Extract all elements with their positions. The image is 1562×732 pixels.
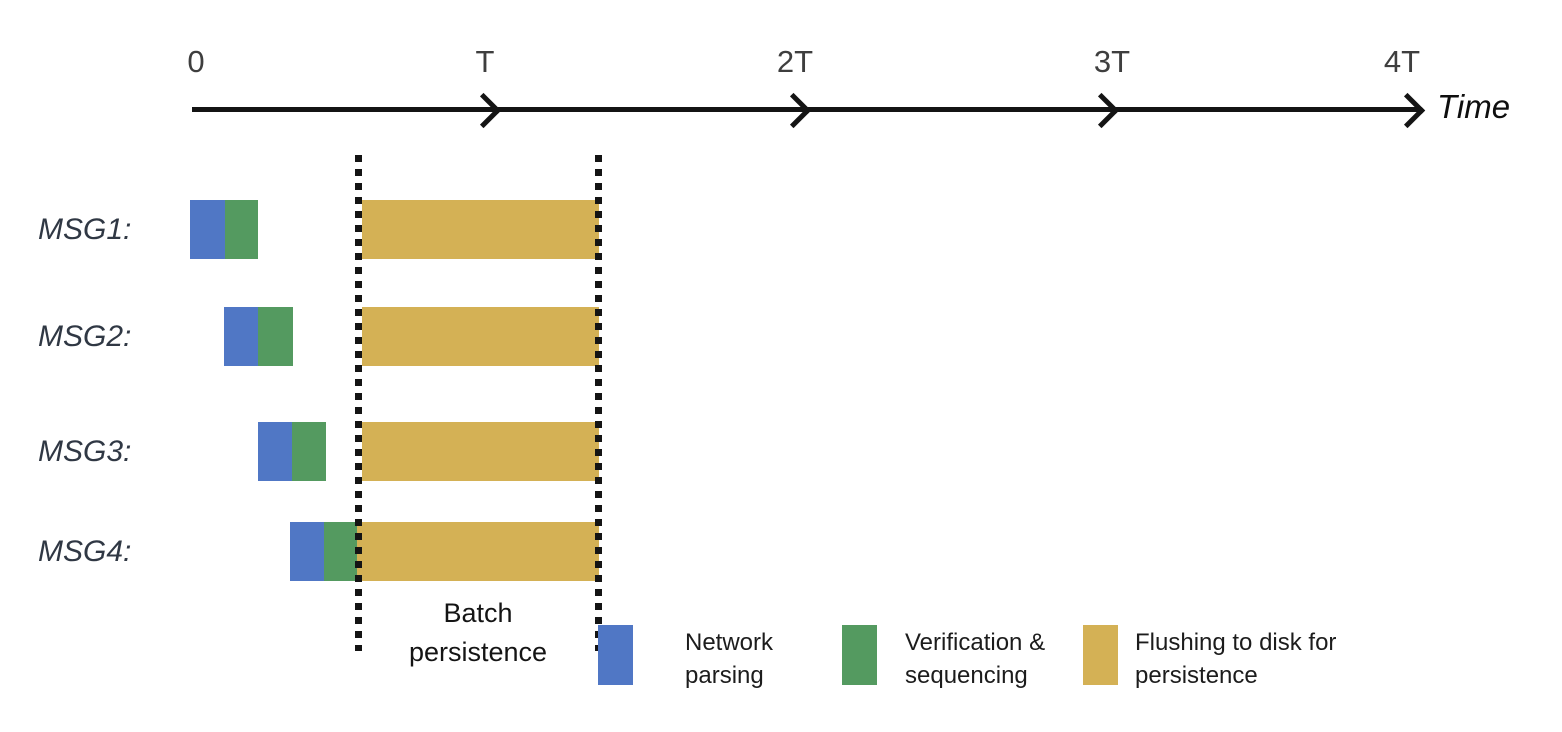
time-axis-title: Time xyxy=(1437,88,1511,125)
legend-label-line: parsing xyxy=(685,662,764,689)
row-label-msg3: MSG3: xyxy=(38,434,132,468)
bar-network-msg4 xyxy=(290,522,324,581)
time-axis-line xyxy=(192,107,1420,112)
legend-label-verification: Verification & sequencing xyxy=(905,626,1045,692)
axis-tick-0: 0 xyxy=(187,44,205,79)
row-label-msg4: MSG4: xyxy=(38,534,132,568)
arrowhead-icon xyxy=(465,92,502,128)
legend-swatch-verification xyxy=(842,625,877,685)
axis-tick-4T: 4T xyxy=(1383,44,1421,79)
bar-network-msg3 xyxy=(258,422,292,481)
bar-flush-msg3 xyxy=(362,422,599,481)
bar-verification-msg2 xyxy=(258,307,293,366)
bar-network-msg1 xyxy=(190,200,225,259)
legend-label-line: sequencing xyxy=(905,662,1028,689)
axis-tick-T: T xyxy=(475,44,495,79)
arrowhead-icon xyxy=(1083,92,1120,128)
bar-flush-msg2 xyxy=(362,307,599,366)
bar-verification-msg1 xyxy=(225,200,258,259)
row-label-msg2: MSG2: xyxy=(38,319,132,353)
axis-tick-2T: 2T xyxy=(776,44,814,79)
axis-tick-3T: 3T xyxy=(1093,44,1131,79)
arrowhead-icon xyxy=(1389,92,1426,128)
bar-flush-msg1 xyxy=(362,200,599,259)
legend-label-network: Network parsing xyxy=(685,626,773,692)
legend-swatch-network xyxy=(598,625,633,685)
legend-label-line: Network xyxy=(685,629,774,656)
bar-verification-msg4 xyxy=(324,522,357,581)
batch-window-right-line xyxy=(595,155,602,651)
legend-swatch-flush xyxy=(1083,625,1118,685)
legend-label-line: Verification & xyxy=(905,629,1046,656)
bar-verification-msg3 xyxy=(292,422,326,481)
arrowhead-icon xyxy=(775,92,812,128)
bar-flush-msg4 xyxy=(357,522,599,581)
legend-label-flush: Flushing to disk for persistence xyxy=(1135,626,1336,692)
legend-label-line: Flushing to disk for xyxy=(1135,629,1337,656)
batch-window-label: Batch persistence xyxy=(408,598,548,667)
row-label-msg1: MSG1: xyxy=(38,212,132,246)
batch-window-left-line xyxy=(355,155,362,651)
legend-label-line: persistence xyxy=(1135,662,1258,689)
bar-network-msg2 xyxy=(224,307,258,366)
